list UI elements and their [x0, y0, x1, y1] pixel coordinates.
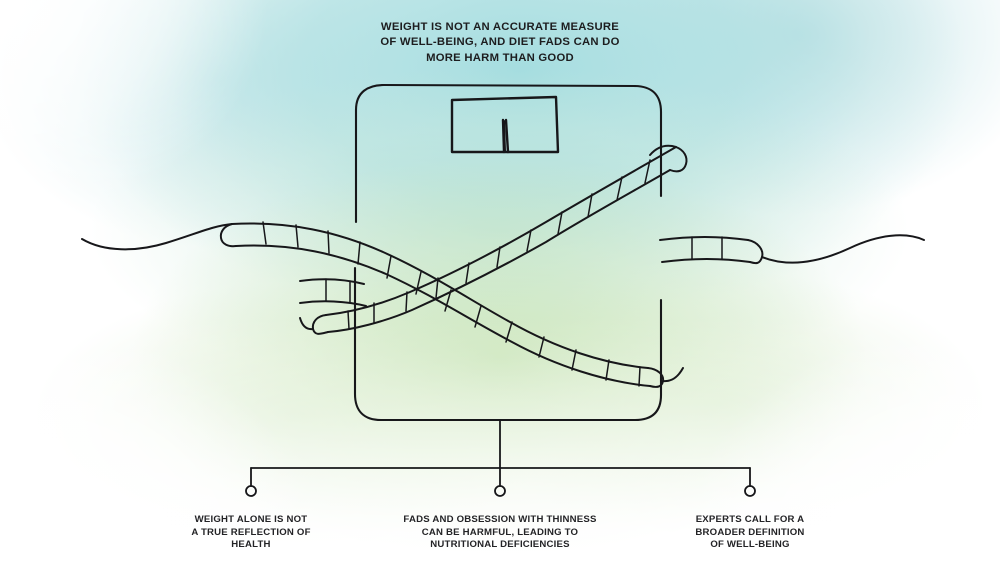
measuring-tape-band-b	[299, 144, 688, 335]
callout-node-1	[245, 485, 257, 497]
callout-node-2	[494, 485, 506, 497]
measuring-tape-stub-left	[299, 278, 367, 307]
measuring-tape-band-a	[81, 221, 684, 388]
measuring-tape-stub-right	[659, 234, 925, 265]
page-headline: WEIGHT IS NOT AN ACCURATE MEASURE OF WEL…	[380, 21, 620, 64]
dial-needle	[503, 120, 506, 152]
callout-connector	[245, 419, 756, 497]
callout-text-3: EXPERTS CALL FOR A BROADER DEFINITION OF…	[695, 514, 805, 551]
weighing-scale-body	[353, 83, 663, 422]
callout-text-1: WEIGHT ALONE IS NOT A TRUE REFLECTION OF…	[191, 514, 311, 551]
callout-text-2: FADS AND OBSESSION WITH THINNESS CAN BE …	[403, 514, 597, 551]
callout-node-3	[744, 485, 756, 497]
